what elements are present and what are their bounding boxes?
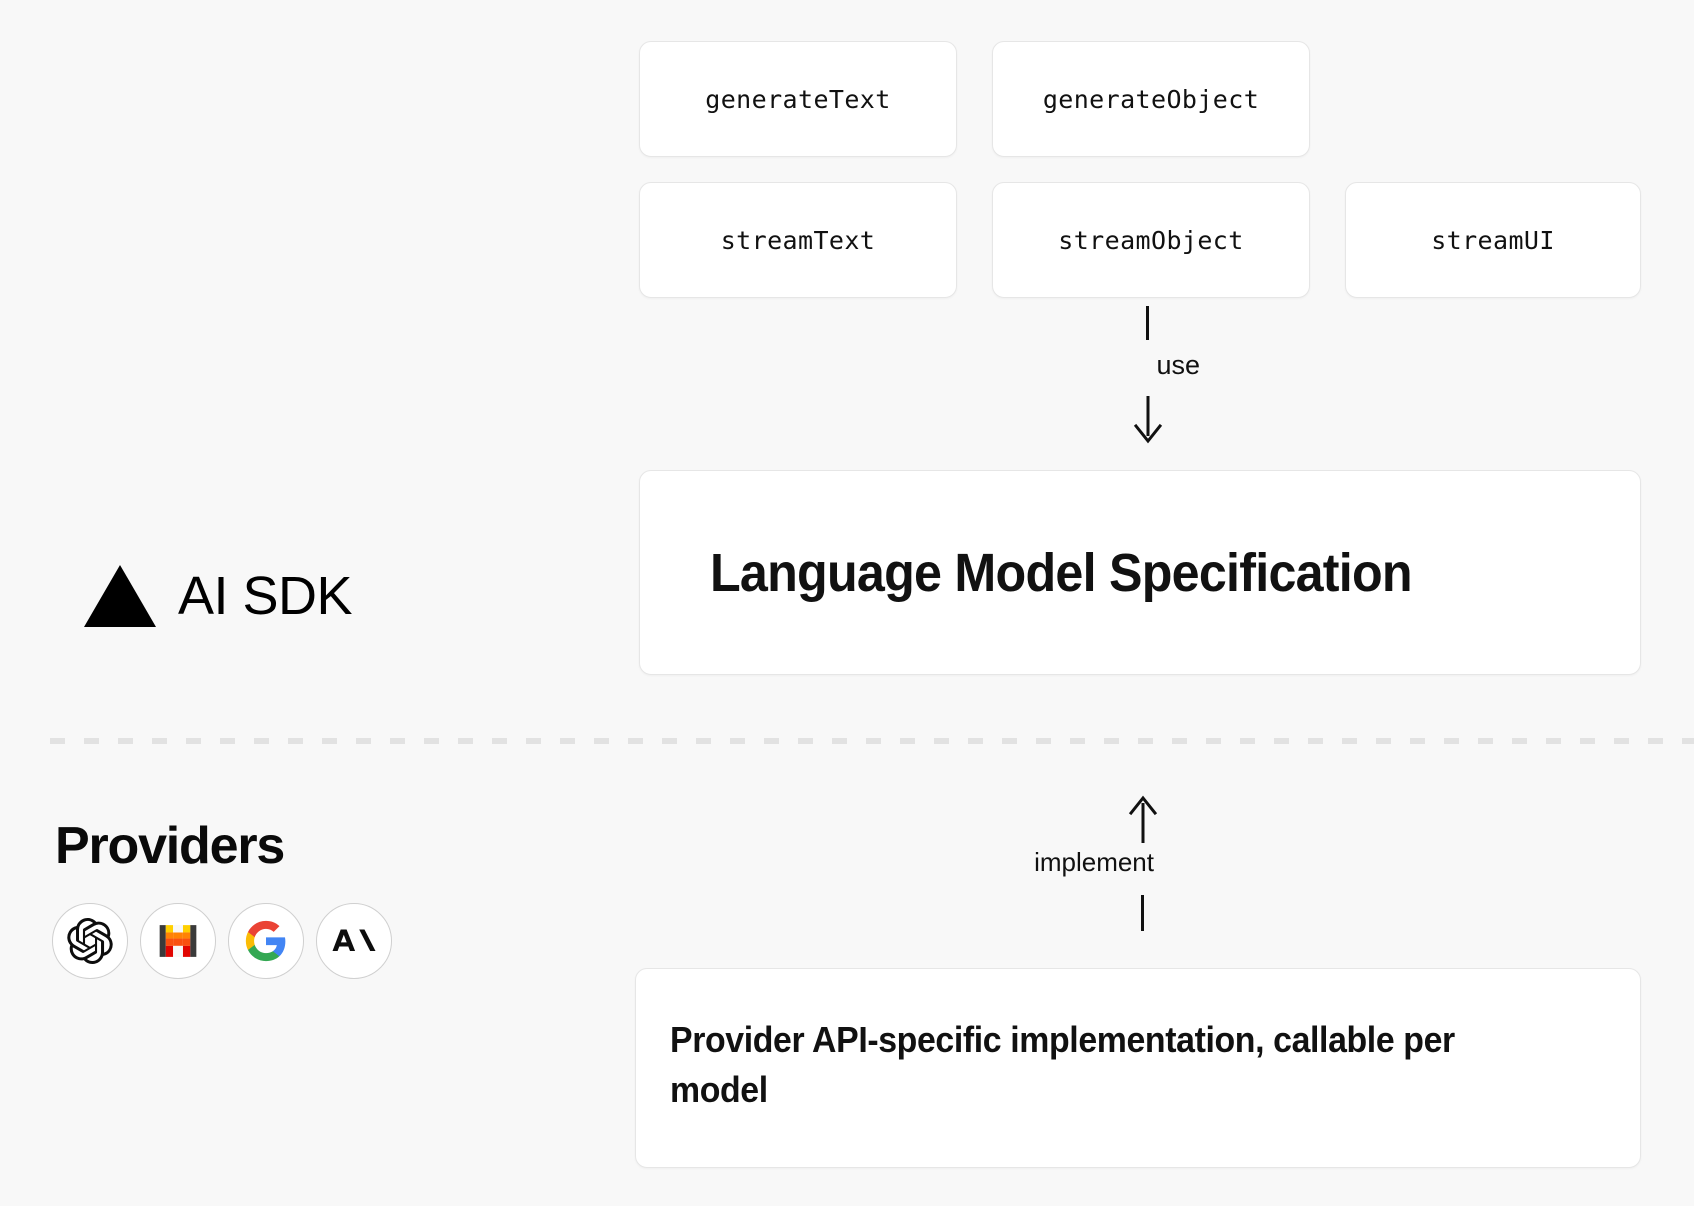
function-card-stream-text[interactable]: streamText (639, 182, 957, 298)
language-model-specification-box[interactable]: Language Model Specification (639, 470, 1641, 675)
google-logo-icon (245, 920, 286, 962)
provider-logo-anthropic[interactable] (316, 903, 392, 979)
provider-implementation-box[interactable]: Provider API-specific implementation, ca… (635, 968, 1641, 1168)
layer-divider (50, 738, 1694, 744)
use-connector: use (1090, 306, 1260, 446)
connector-line (1141, 895, 1144, 931)
function-card-label: streamObject (1058, 225, 1244, 255)
function-card-label: streamUI (1431, 225, 1555, 255)
function-card-stream-ui[interactable]: streamUI (1345, 182, 1641, 298)
ai-sdk-layer-label: AI SDK (84, 565, 353, 627)
use-connector-label: use (1156, 350, 1200, 380)
ai-sdk-label-text: AI SDK (178, 566, 353, 626)
function-card-generate-text[interactable]: generateText (639, 41, 957, 157)
implement-connector-label: implement (1034, 847, 1154, 877)
function-card-label: generateObject (1042, 84, 1260, 114)
anthropic-logo-icon (332, 929, 376, 951)
mistral-logo-icon (159, 925, 197, 957)
providers-heading: Providers (55, 817, 285, 875)
function-card-label: streamText (720, 225, 876, 255)
function-card-label: generateText (705, 84, 891, 114)
provider-implementation-text: Provider API-specific implementation, ca… (670, 1019, 1455, 1110)
connector-line (1146, 306, 1149, 340)
arrow-down-icon (1133, 396, 1163, 444)
function-card-generate-object[interactable]: generateObject (992, 41, 1310, 157)
provider-logo-mistral[interactable] (140, 903, 216, 979)
provider-logo-list (52, 903, 392, 979)
openai-logo-icon (67, 918, 113, 964)
vercel-triangle-icon (84, 565, 156, 627)
language-model-specification-title: Language Model Specification (710, 542, 1413, 603)
function-card-stream-object[interactable]: streamObject (992, 182, 1310, 298)
provider-logo-google[interactable] (228, 903, 304, 979)
implement-connector: implement (1020, 795, 1280, 940)
arrow-up-icon (1128, 795, 1158, 843)
provider-logo-openai[interactable] (52, 903, 128, 979)
